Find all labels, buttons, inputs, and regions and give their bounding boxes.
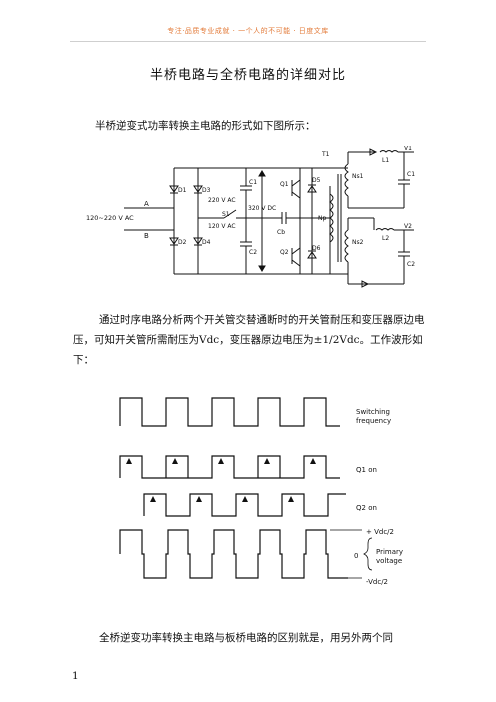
document-title: 半桥电路与全桥电路的详细对比: [149, 68, 346, 83]
label-q1: Q1: [280, 181, 289, 188]
label-cb: Cb: [277, 229, 285, 236]
label-320vdc: 320 V DC: [248, 205, 276, 212]
half-bridge-circuit-diagram: 120~220 V AC A B D1 D3 D2 D4 C1 C2 220 V…: [86, 146, 415, 288]
paragraph-full-bridge: 全桥逆变功率转换主电路与板桥电路的区别就是，用另外两个同: [99, 632, 393, 644]
label-ns2: Ns2: [352, 239, 364, 246]
label-plus-vdc-half: + Vdc/2: [366, 528, 394, 536]
paragraph-analysis: 通过时序电路分析两个开关管交替通断时的开关管耐压和变压器原边电压，可知开关管所需…: [73, 314, 425, 366]
label-c2: C2: [249, 249, 257, 256]
header-watermark: 专注·品质专业成就 · 一个人的不可能 · 日度文库: [167, 27, 329, 35]
label-120vac: 120 V AC: [208, 223, 236, 230]
label-ns1: Ns1: [352, 173, 364, 180]
waveform-diagram: Switching frequency Q1 on Q2 on + Vdc/2 …: [119, 397, 403, 586]
label-d4: D4: [202, 239, 211, 246]
label-input-voltage: 120~220 V AC: [86, 214, 134, 222]
label-q2: Q2: [280, 249, 289, 256]
label-minus-vdc-half: -Vdc/2: [366, 578, 388, 586]
label-v2: V2: [404, 223, 412, 230]
header-divider: [70, 41, 426, 42]
label-zero: 0: [354, 552, 358, 560]
label-q1-on: Q1 on: [356, 466, 377, 474]
label-np: Np: [318, 215, 326, 222]
label-switching: Switching: [356, 408, 390, 416]
label-d3: D3: [202, 187, 211, 194]
label-q2-on: Q2 on: [356, 504, 377, 512]
label-output-c1: C1: [407, 171, 415, 178]
label-node-a: A: [144, 200, 149, 208]
label-d1: D1: [178, 187, 187, 194]
label-l1: L1: [382, 157, 389, 164]
label-d2: D2: [178, 239, 187, 246]
label-c1: C1: [249, 179, 257, 186]
label-d5: D5: [312, 177, 321, 184]
label-t1: T1: [321, 151, 330, 158]
label-node-b: B: [144, 232, 149, 240]
label-d6: D6: [312, 245, 321, 252]
label-220vac: 220 V AC: [208, 197, 236, 204]
label-l2: L2: [382, 235, 389, 242]
label-s1: S1: [222, 211, 230, 218]
label-primary: Primary: [376, 548, 403, 556]
label-output-c2: C2: [407, 261, 415, 268]
label-frequency: frequency: [356, 417, 391, 425]
label-v1: V1: [404, 146, 412, 152]
paragraph-intro: 半桥逆变式功率转换主电路的形式如下图所示：: [95, 120, 316, 132]
label-voltage: voltage: [376, 557, 402, 565]
page-number: 1: [72, 670, 79, 682]
